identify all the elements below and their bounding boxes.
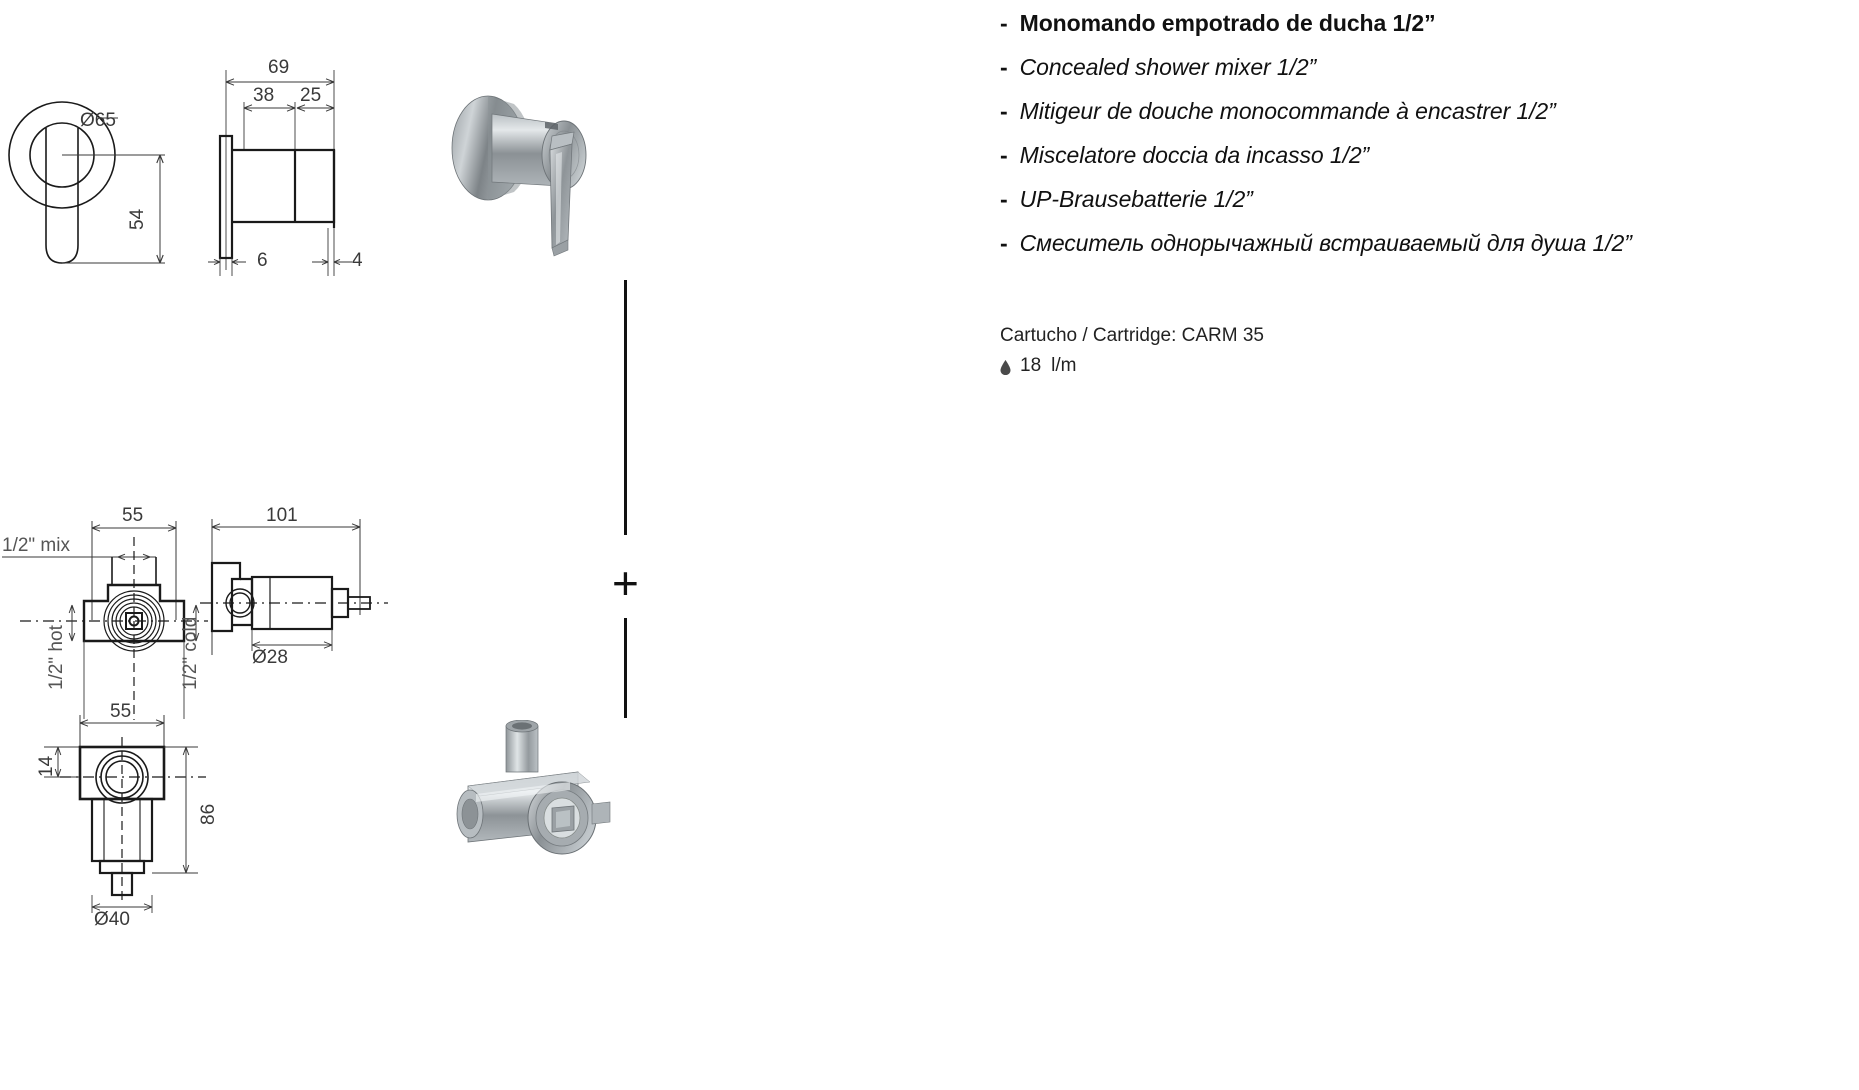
trim-side-view-svg [208, 70, 352, 276]
water-drop-icon [1000, 359, 1011, 375]
valve-body-front-view: 55 1/2" mix [0, 505, 210, 725]
label-port-hot: 1/2" hot [46, 625, 67, 690]
spec-dash: - [1000, 186, 1008, 212]
trim-3d-render [440, 70, 660, 290]
spec-text-es: Monomando empotrado de ducha 1/2” [1019, 10, 1436, 36]
valve-render-svg [456, 719, 611, 855]
flow-rate-info: 18 l/m [1000, 355, 1076, 377]
separator-line-upper [624, 280, 627, 535]
flow-rate-value: 18 [1020, 355, 1042, 376]
dim-valve-length-101: 101 [266, 505, 298, 526]
spec-row-fr: - Mitigeur de douche monocommande à enca… [1000, 98, 1850, 125]
spec-row-en: - Concealed shower mixer 1/2” [1000, 54, 1850, 81]
spec-dash: - [1000, 54, 1008, 80]
spec-text-ru: Смеситель однорычажный встраиваемый для … [1019, 230, 1632, 256]
spec-row-ru: - Смеситель однорычажный встраиваемый дл… [1000, 230, 1850, 257]
valve-body-side-view: 101 Ø28 [200, 505, 390, 685]
dim-valve-width-55: 55 [122, 505, 144, 526]
dim-body-38: 38 [253, 85, 275, 106]
plus-separator: + [612, 557, 639, 609]
spec-row-it: - Miscelatore doccia da incasso 1/2” [1000, 142, 1850, 169]
dim-total-69: 69 [268, 57, 290, 78]
spec-text-en: Concealed shower mixer 1/2” [1019, 54, 1317, 80]
spec-row-de: - UP-Brausebatterie 1/2” [1000, 186, 1850, 213]
valve-side-svg [200, 519, 388, 655]
flow-rate-unit: l/m [1051, 355, 1077, 376]
product-description-list: - Monomando empotrado de ducha 1/2” - Co… [1000, 10, 1850, 274]
spec-text-fr: Mitigeur de douche monocommande à encast… [1019, 98, 1556, 124]
dim-section-width-55: 55 [110, 701, 132, 722]
trim-front-view-svg [8, 101, 165, 264]
spec-row-es: - Monomando empotrado de ducha 1/2” [1000, 10, 1850, 37]
dim-section-diameter-40: Ø40 [94, 909, 130, 930]
label-port-mix: 1/2" mix [2, 535, 70, 556]
dim-section-height-86: 86 [198, 803, 219, 825]
spec-text-de: UP-Brausebatterie 1/2” [1019, 186, 1253, 212]
label-port-cold: 1/2" cold [180, 616, 201, 690]
spec-dash: - [1000, 230, 1008, 256]
dim-wall-4: 4 [352, 250, 363, 271]
dim-cap-25: 25 [300, 85, 322, 106]
valve-front-svg [2, 521, 208, 720]
trim-front-view: Ø65 54 [0, 100, 200, 300]
trim-side-view: 69 38 25 6 4 [200, 57, 400, 280]
trim-render-svg [451, 95, 587, 257]
valve-3d-render [450, 719, 680, 910]
cartridge-info: Cartucho / Cartridge: CARM 35 [1000, 325, 1264, 346]
spec-text-it: Miscelatore doccia da incasso 1/2” [1019, 142, 1370, 168]
dim-diameter-65: Ø65 [80, 110, 116, 131]
valve-body-section-view: 55 14 86 Ø40 [0, 701, 219, 930]
dim-height-54: 54 [127, 208, 148, 230]
separator-line-lower [624, 618, 627, 718]
dim-valve-diameter-28: Ø28 [252, 647, 288, 668]
valve-section-svg [44, 715, 206, 913]
spec-dash: - [1000, 10, 1008, 36]
spec-dash: - [1000, 98, 1008, 124]
dim-plate-6: 6 [257, 250, 268, 271]
spec-dash: - [1000, 142, 1008, 168]
dim-section-top-14: 14 [36, 755, 57, 777]
